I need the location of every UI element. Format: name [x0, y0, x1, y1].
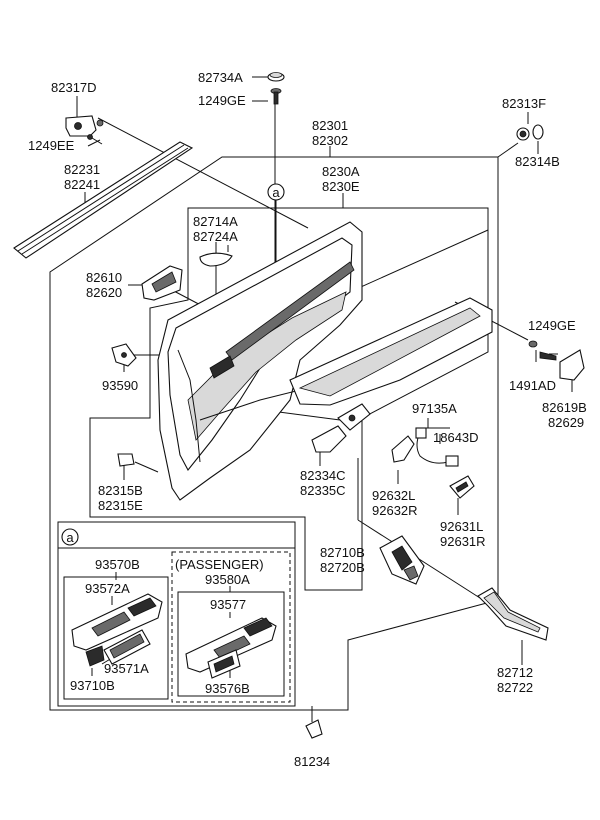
plug-cap-82734a — [267, 72, 285, 82]
cap-81234 — [305, 719, 323, 739]
clip-82313f — [516, 127, 530, 141]
label-93580a: 93580A — [205, 572, 250, 587]
screw-1249ge-right — [528, 340, 538, 348]
label-93590: 93590 — [102, 378, 138, 393]
label-93710b: 93710B — [70, 678, 115, 693]
label-81234: 81234 — [294, 754, 330, 769]
label-82722: 82722 — [497, 680, 533, 695]
label-93570b: 93570B — [95, 557, 140, 572]
lamp-wire-97135a — [415, 427, 459, 467]
part-labels: 82317D 1249EE 82231 82241 82734A 1249GE … — [28, 70, 587, 769]
label-passenger: (PASSENGER) — [175, 557, 264, 572]
label-82313f: 82313F — [502, 96, 546, 111]
callout-a-inset — [61, 528, 79, 546]
label-1249ge-top: 1249GE — [198, 93, 246, 108]
label-93577: 93577 — [210, 597, 246, 612]
label-82335c: 82335C — [300, 483, 346, 498]
screw-1249ge-top — [270, 88, 282, 105]
label-82315b: 82315B — [98, 483, 143, 498]
pocket-82334c — [311, 425, 347, 453]
switch-panel-82710b — [379, 535, 425, 585]
label-82231: 82231 — [64, 162, 100, 177]
label-82301: 82301 — [312, 118, 348, 133]
label-82629: 82629 — [548, 415, 584, 430]
label-82315e: 82315E — [98, 498, 143, 513]
armrest-pull-handle — [289, 297, 493, 406]
inside-handle-82610 — [141, 265, 183, 301]
switch-inset-frame — [57, 521, 296, 707]
label-8230e: 8230E — [322, 179, 360, 194]
cover-82619b — [559, 349, 585, 381]
driver-window-switch — [71, 593, 163, 667]
lamp-housing-92632l — [391, 435, 415, 463]
label-93572a: 93572A — [85, 581, 130, 596]
label-1491ad: 1491AD — [509, 378, 556, 393]
label-92631r: 92631R — [440, 534, 486, 549]
label-92631l: 92631L — [440, 519, 483, 534]
callout-letter-inset: a — [66, 530, 74, 545]
label-82720b: 82720B — [320, 560, 365, 575]
label-18643d: 18643D — [433, 430, 479, 445]
passenger-switch-box — [177, 591, 285, 697]
label-92632l: 92632L — [372, 488, 415, 503]
label-82712: 82712 — [497, 665, 533, 680]
label-93571a: 93571A — [104, 661, 149, 676]
belt-molding-strip — [13, 141, 194, 259]
clip-82317d-part — [65, 115, 104, 145]
switch-bezel-piece — [337, 403, 371, 431]
label-82317d: 82317D — [51, 80, 97, 95]
label-82620: 82620 — [86, 285, 122, 300]
label-82724a: 82724A — [193, 229, 238, 244]
label-82710b: 82710B — [320, 545, 365, 560]
label-97135a: 97135A — [412, 401, 457, 416]
label-82619b: 82619B — [542, 400, 587, 415]
lamp-92631l — [449, 475, 475, 499]
ring-82314b — [532, 124, 544, 140]
label-82610: 82610 — [86, 270, 122, 285]
screw-1491ad — [539, 351, 557, 361]
label-1249ge-right: 1249GE — [528, 318, 576, 333]
label-82241: 82241 — [64, 177, 100, 192]
inner-handle-cover — [199, 252, 233, 267]
label-82734a: 82734A — [198, 70, 243, 85]
label-8230a: 8230A — [322, 164, 360, 179]
label-92632r: 92632R — [372, 503, 418, 518]
outer-assembly-frame — [49, 156, 499, 711]
label-93576b: 93576B — [205, 681, 250, 696]
trim-strip-82712 — [477, 587, 549, 641]
label-82302: 82302 — [312, 133, 348, 148]
door-trim-panel — [157, 221, 363, 501]
passenger-window-switch — [185, 617, 277, 679]
passenger-switch-group — [171, 551, 291, 703]
callout-a-main — [267, 183, 285, 201]
callout-letter-main: a — [272, 185, 280, 200]
fastener-82315b — [117, 453, 135, 467]
label-82314b: 82314B — [515, 154, 560, 169]
inner-trim-frame — [89, 207, 489, 591]
clip-93590 — [111, 343, 137, 367]
label-1249ee: 1249EE — [28, 138, 75, 153]
label-82334c: 82334C — [300, 468, 346, 483]
label-82714a: 82714A — [193, 214, 238, 229]
